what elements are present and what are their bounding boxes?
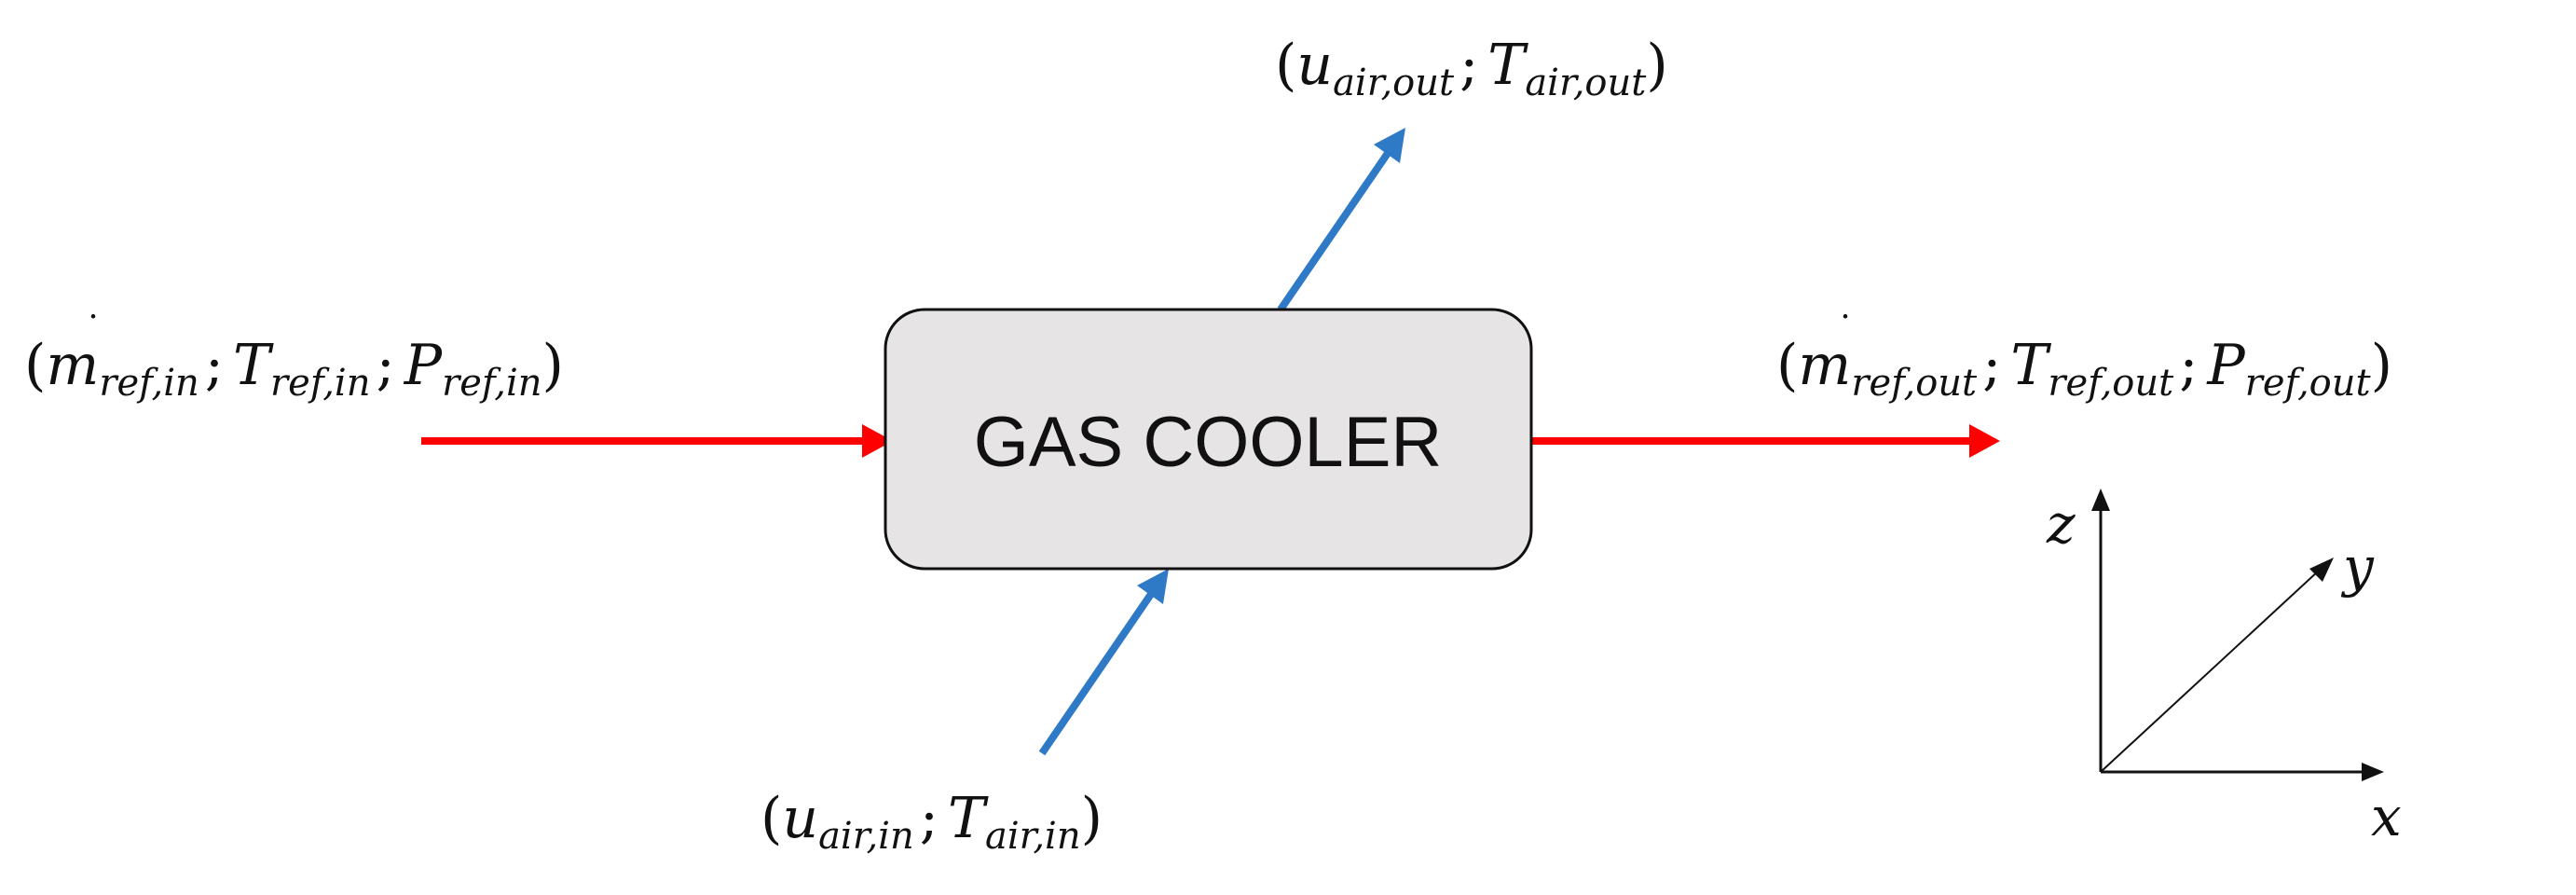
refrigerant-outlet-arrow bbox=[1528, 424, 2000, 458]
refrigerant-outlet-label: (mref,out;Tref,out;Pref,out) bbox=[1776, 333, 2392, 405]
separator: ; bbox=[376, 333, 394, 398]
paren-close: ) bbox=[1646, 33, 1667, 98]
velocity-symbol: u bbox=[782, 786, 818, 851]
mass-flow-subscript: ref,in bbox=[99, 362, 199, 405]
velocity-symbol: u bbox=[1296, 33, 1333, 98]
x-axis-label: x bbox=[2371, 785, 2402, 848]
temperature-symbol: T bbox=[233, 333, 274, 398]
temperature-subscript: air,in bbox=[985, 815, 1081, 858]
separator: ; bbox=[2179, 333, 2198, 398]
mass-flow-symbol: m bbox=[46, 333, 99, 398]
air-inlet-arrow bbox=[1038, 569, 1169, 756]
mass-flow-symbol: m bbox=[1798, 333, 1851, 398]
temperature-symbol: T bbox=[1487, 33, 1528, 98]
separator: ; bbox=[1459, 33, 1478, 98]
coordinate-axes bbox=[2091, 489, 2384, 781]
paren-close: ) bbox=[542, 333, 564, 398]
pressure-subscript: ref,out bbox=[2245, 362, 2372, 405]
temperature-symbol: T bbox=[948, 786, 989, 851]
pressure-subscript: ref,in bbox=[442, 362, 541, 405]
paren-open: ( bbox=[760, 786, 782, 851]
paren-close: ) bbox=[2371, 333, 2392, 398]
y-axis-label: y bbox=[2340, 535, 2375, 599]
gas-cooler-label: GAS COOLER bbox=[974, 403, 1443, 482]
temperature-symbol: T bbox=[2010, 333, 2051, 398]
mass-flow-dot-in: ˙ bbox=[84, 310, 103, 352]
air-outlet-label: (uair,out;Tair,out) bbox=[1275, 33, 1668, 104]
velocity-subscript: air,in bbox=[818, 815, 914, 858]
separator: ; bbox=[1982, 333, 2001, 398]
paren-open: ( bbox=[24, 333, 46, 398]
pressure-symbol: P bbox=[404, 333, 444, 398]
mass-flow-dot-out: ˙ bbox=[1836, 310, 1855, 352]
separator: ; bbox=[920, 786, 939, 851]
air-inlet-label: (uair,in;Tair,in) bbox=[760, 786, 1103, 858]
y-axis-arrowhead bbox=[2309, 558, 2334, 582]
velocity-subscript: air,out bbox=[1333, 62, 1455, 104]
separator: ; bbox=[205, 333, 224, 398]
paren-open: ( bbox=[1776, 333, 1798, 398]
refrigerant-inlet-label: (mref,in;Tref,in;Pref,in) bbox=[24, 333, 564, 405]
paren-close: ) bbox=[1081, 786, 1103, 851]
pressure-symbol: P bbox=[2206, 333, 2246, 398]
y-axis bbox=[2100, 570, 2320, 773]
gas-cooler-box bbox=[884, 308, 1533, 571]
temperature-subscript: ref,in bbox=[270, 362, 370, 405]
x-axis-arrowhead bbox=[2362, 763, 2384, 781]
temperature-subscript: air,out bbox=[1525, 62, 1647, 104]
refrigerant-inlet-arrow bbox=[421, 424, 893, 458]
temperature-subscript: ref,out bbox=[2048, 362, 2174, 405]
z-axis-arrowhead bbox=[2091, 489, 2110, 511]
air-outlet-arrow bbox=[1277, 128, 1405, 312]
mass-flow-subscript: ref,out bbox=[1851, 362, 1978, 405]
z-axis-label: z bbox=[2046, 492, 2076, 556]
paren-open: ( bbox=[1275, 33, 1296, 98]
